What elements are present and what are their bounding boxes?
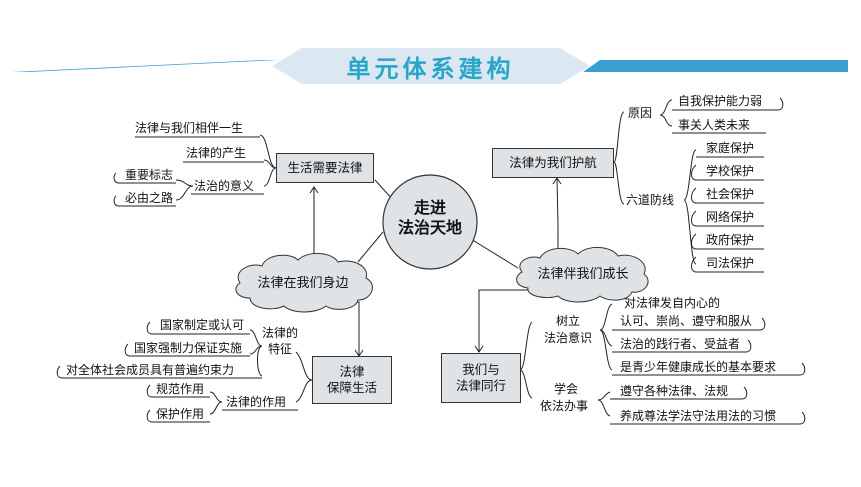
feature-label-1: 法律的	[262, 326, 299, 340]
center-line-1: 走进	[413, 198, 446, 217]
meaning-item-2: 必由之路	[125, 191, 174, 205]
together-title-1: 我们与	[462, 362, 500, 377]
reason-label: 原因	[628, 106, 653, 120]
role-label: 法律的作用	[226, 395, 287, 409]
act-item-2: 养成尊法学法守法用法的习惯	[620, 409, 777, 423]
cloud-right-label: 法律伴我们成长	[537, 267, 629, 282]
defense-item-1: 家庭保护	[706, 141, 755, 155]
defense-item-6: 司法保护	[706, 256, 755, 270]
reason-item-1: 自我保护能力弱	[678, 94, 763, 108]
defense-item-2: 学校保护	[706, 164, 755, 178]
banner-shape	[272, 48, 590, 84]
center-circle	[382, 174, 478, 270]
role-item-2: 保护作用	[156, 407, 205, 421]
awareness-label-1: 树立	[556, 314, 581, 328]
topic-life-box: 生活需要法律	[276, 153, 374, 183]
feature-item-3: 对全体社会成员具有普遍约束力	[66, 363, 235, 377]
banner-left-stripe	[12, 60, 278, 72]
topic-together-box: 我们与 法律同行	[441, 353, 521, 403]
banner-right-stripe	[583, 60, 848, 72]
defense-label: 六道防线	[626, 193, 675, 207]
feature-item-1: 国家制定或认可	[160, 318, 245, 332]
meaning-item-1: 重要标志	[125, 168, 174, 182]
together-title-2: 法律同行	[455, 378, 506, 393]
guarantee-title-2: 保障生活	[326, 380, 377, 395]
defense-item-4: 网络保护	[706, 210, 755, 224]
feature-item-2: 国家强制力保证实施	[134, 341, 243, 355]
awareness-item-1: 对法律发自内心的	[624, 296, 721, 310]
topic-protect-box: 法律为我们护航	[492, 148, 614, 178]
act-label-2: 依法办事	[540, 399, 589, 413]
center-line-2: 法治天地	[397, 218, 462, 237]
act-item-1: 遵守各种法律、法规	[620, 384, 729, 398]
life-item-3: 法治的意义	[194, 179, 255, 193]
awareness-item-3: 法治的践行者、受益者	[620, 337, 741, 351]
awareness-item-4: 是青少年健康成长的基本要求	[620, 360, 777, 374]
cloud-right-shape	[516, 247, 649, 303]
role-item-1: 规范作用	[156, 382, 205, 396]
guarantee-title-1: 法律	[339, 364, 365, 379]
reason-item-2: 事关人类未来	[678, 118, 751, 132]
defense-item-3: 社会保护	[706, 187, 755, 201]
act-label-1: 学会	[554, 382, 579, 396]
awareness-item-2: 认可、崇尚、遵守和服从	[620, 314, 753, 328]
awareness-label-2: 法治意识	[544, 331, 593, 345]
banner-title: 单元体系建构	[346, 54, 515, 83]
feature-label-2: 特征	[268, 342, 293, 356]
cloud-left-shape	[235, 253, 373, 313]
life-item-2: 法律的产生	[186, 146, 247, 160]
life-item-1: 法律与我们相伴一生	[135, 121, 244, 135]
cloud-left-label: 法律在我们身边	[257, 276, 349, 291]
topic-guarantee-box: 法律 保障生活	[312, 356, 392, 404]
center-node: 走进 法治天地	[383, 198, 477, 238]
defense-item-5: 政府保护	[706, 233, 755, 247]
